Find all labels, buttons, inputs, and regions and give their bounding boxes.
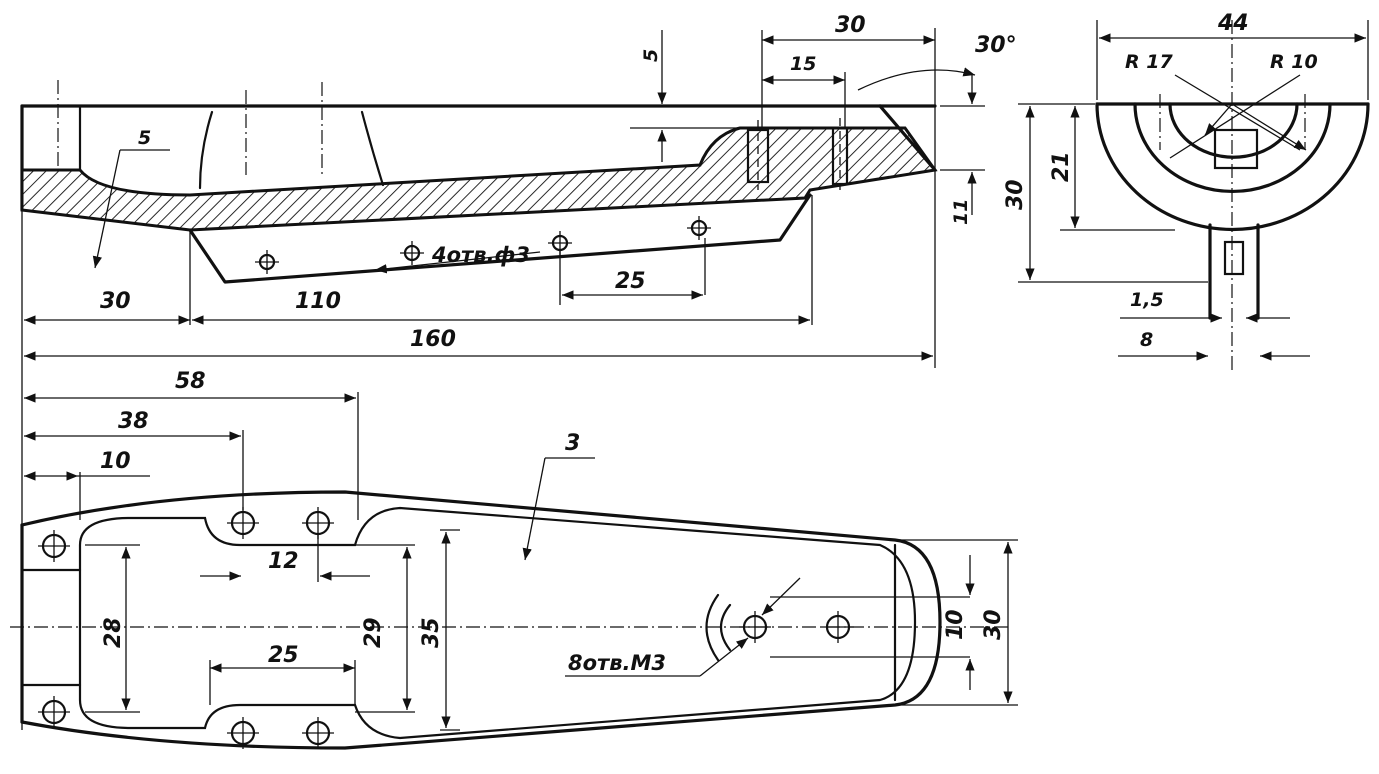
dim-length-110: 110 <box>295 289 341 314</box>
dim-height-5: 5 <box>640 49 662 62</box>
dim-top-15: 15 <box>790 53 816 75</box>
dim-wall-3: 3 <box>565 431 580 456</box>
dim-offset-30: 30 <box>100 289 131 314</box>
side-view: 30 15 30° 5 11 5 4отв.ф3 25 30 110 160 <box>20 13 1017 730</box>
dim-width-44: 44 <box>1217 11 1249 36</box>
dim-r17: R 17 <box>1125 51 1173 73</box>
dim-28: 28 <box>101 617 126 648</box>
dim-total-160: 160 <box>410 327 456 352</box>
end-view: 44 R 17 R 10 30 21 1,5 8 <box>1003 11 1370 372</box>
dim-wall-5: 5 <box>138 127 151 149</box>
plan-mounting-holes <box>38 507 854 749</box>
dim-58: 58 <box>175 369 206 394</box>
dim-height-21: 21 <box>1049 151 1074 182</box>
dim-angle: 30° <box>975 33 1017 58</box>
dim-top-30: 30 <box>835 13 866 38</box>
dim-slot-1-5: 1,5 <box>1130 289 1164 311</box>
dim-tip-30: 30 <box>981 609 1006 640</box>
dim-height-30: 30 <box>1003 179 1028 210</box>
dim-25: 25 <box>268 643 299 668</box>
note-holes: 4отв.ф3 <box>431 243 530 267</box>
dim-35: 35 <box>419 617 444 648</box>
dim-r10: R 10 <box>1270 51 1318 73</box>
dim-height-11: 11 <box>950 199 972 225</box>
dim-29: 29 <box>361 617 386 648</box>
dim-38: 38 <box>118 409 149 434</box>
dim-tab-8: 8 <box>1140 329 1153 351</box>
plan-view: 58 38 10 3 12 25 28 29 35 10 30 8отв.М3 <box>10 369 1018 750</box>
side-keel <box>188 193 812 284</box>
dim-10: 10 <box>100 449 131 474</box>
keel-holes <box>255 216 711 274</box>
plan-outline <box>20 490 942 750</box>
plan-inner-outline <box>78 506 917 740</box>
dim-pitch-25: 25 <box>615 269 646 294</box>
dim-tip-10: 10 <box>943 609 968 640</box>
dim-12: 12 <box>268 549 299 574</box>
note-threads: 8отв.М3 <box>568 651 666 675</box>
